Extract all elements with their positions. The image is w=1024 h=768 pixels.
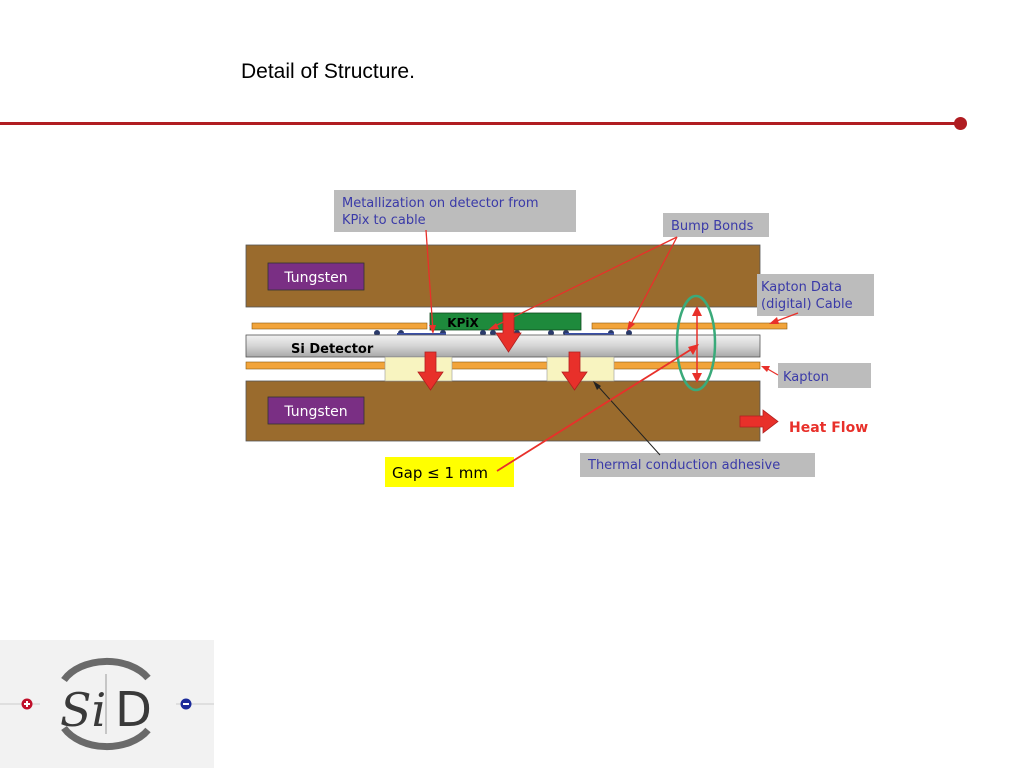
kapton-data-cable-right: [591, 322, 788, 330]
kapton-data-pointer-arrow-icon: [769, 317, 779, 324]
bump-bond: [480, 330, 486, 336]
sid-logo: Si D: [0, 640, 214, 768]
kapton-callout-box: [778, 363, 871, 388]
tungsten-label-top: Tungsten: [283, 270, 347, 286]
tungsten-label-box-top: [267, 262, 365, 291]
gap-arrow-down-icon: [692, 373, 702, 383]
gap-ellipse: [675, 294, 717, 392]
kapton-data-callout-box: [757, 274, 874, 316]
bump-bond: [548, 330, 554, 336]
bump-bond: [490, 330, 496, 336]
metallization-callout-line2: KPix to cable: [342, 213, 426, 228]
heat-arrow-down-icon: [417, 351, 444, 391]
thermal-callout-box: [580, 453, 815, 477]
bump-bonds-callout-box: [663, 213, 769, 237]
title-rule-dot: [954, 117, 967, 130]
kapton-pointer-arrow-icon: [761, 366, 770, 372]
bump-bonds-callout-label: Bump Bonds: [671, 219, 754, 234]
gap-pointer-arrow-icon: [688, 344, 699, 355]
logo-arc-bottom-icon: [61, 725, 151, 751]
gap-arrow-up-icon: [692, 306, 702, 316]
heat-arrows: [417, 312, 588, 391]
thermal-pointer: [595, 383, 661, 456]
metallization-pointer: [425, 229, 434, 332]
si-detector-label: Si Detector: [291, 342, 374, 357]
bump-bond: [374, 330, 380, 336]
logo-text-d: D: [115, 682, 152, 738]
logo-text-si: Si: [60, 683, 106, 737]
bump-bonds-pointer-2: [628, 236, 678, 329]
kapton-callout-label: Kapton: [783, 370, 829, 385]
metallization-callout-line1: Metallization on detector from: [342, 196, 539, 211]
thermal-callout-label: Thermal conduction adhesive: [587, 458, 780, 473]
gap-callout-box: [385, 457, 514, 487]
thermal-pointer-arrow-icon: [593, 381, 601, 390]
plus-icon: [21, 698, 33, 710]
kapton-data-cable-left: [251, 322, 428, 330]
bump-bonds-pointer-arrow-icon: [488, 323, 499, 330]
thermal-adhesive-block-right: [546, 356, 615, 382]
heat-flow-label: Heat Flow: [789, 420, 868, 436]
kapton-data-callout-line2: (digital) Cable: [761, 297, 853, 312]
gap-callout-label: Gap ≤ 1 mm: [392, 464, 488, 482]
logo-arc-top-icon: [61, 657, 151, 683]
thermal-adhesive-block-left: [384, 356, 453, 382]
kapton-strip: [245, 361, 761, 370]
tungsten-label-bottom: Tungsten: [283, 404, 347, 420]
gap-pointer: [496, 346, 696, 472]
bump-bonds-pointer-arrow-icon: [627, 321, 635, 331]
bump-bonds-pointer-1: [490, 236, 678, 329]
metallization-pointer-arrow-icon: [429, 325, 436, 334]
slide-title: Detail of Structure.: [241, 60, 415, 83]
heat-flow-arrow-icon: [739, 409, 779, 434]
bump-bond: [626, 330, 632, 336]
title-rule: [0, 122, 962, 125]
tungsten-label-box-bottom: [267, 396, 365, 425]
heat-arrow-down-icon: [561, 351, 588, 391]
kapton-data-callout-line1: Kapton Data: [761, 280, 842, 295]
kpix-label: KPiX: [447, 316, 479, 330]
minus-icon: [180, 698, 192, 710]
metallization-callout-box: [334, 190, 576, 232]
